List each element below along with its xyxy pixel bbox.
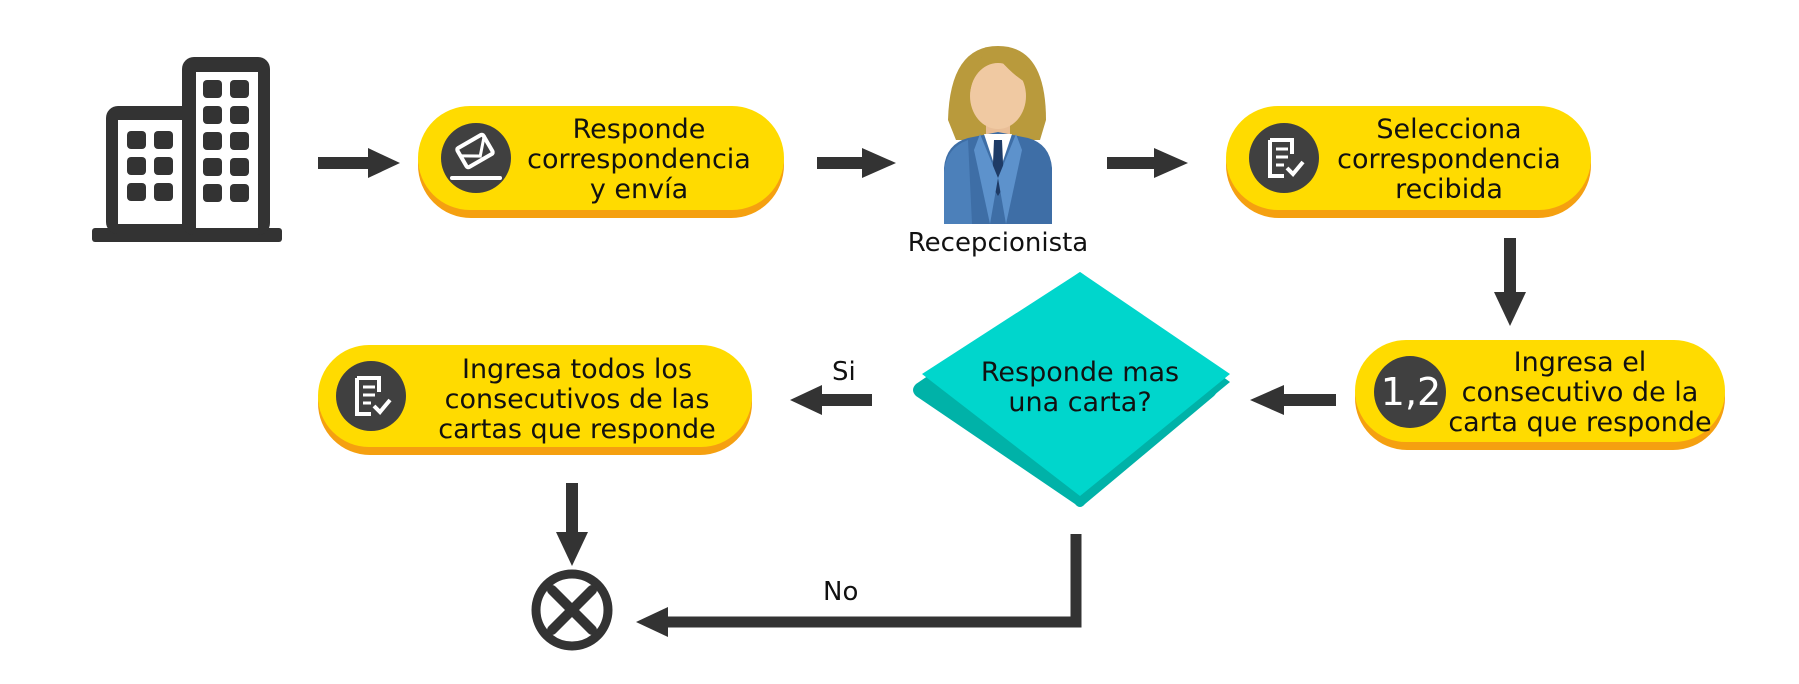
step-responde-line-2: correspondencia xyxy=(508,145,770,175)
arrow-ingresa-todos-to-end xyxy=(556,483,588,566)
decision-text: Responde mas una carta? xyxy=(950,358,1210,418)
step-selecciona-line-2: correspondencia xyxy=(1318,145,1580,175)
arrow-responde-to-recepcionista xyxy=(817,148,896,178)
step-ingresa-consecutivo-line-3: carta que responde xyxy=(1440,408,1720,438)
step-ingresa-todos-line-1: Ingresa todos los xyxy=(412,355,742,385)
receptionist-icon xyxy=(944,46,1052,224)
document-check-icon xyxy=(1249,123,1319,193)
step-ingresa-consecutivo-line-2: consecutivo de la xyxy=(1440,378,1720,408)
actor-label: Recepcionista xyxy=(903,228,1093,258)
branch-yes-label: Si xyxy=(832,357,856,387)
step-responde-text: Responde correspondencia y envía xyxy=(508,115,770,205)
decision-line-2: una carta? xyxy=(950,388,1210,418)
document-check-icon xyxy=(336,361,406,431)
step-selecciona-line-3: recibida xyxy=(1318,175,1580,205)
step-ingresa-todos-text: Ingresa todos los consecutivos de las ca… xyxy=(412,355,742,445)
step-ingresa-todos-line-2: consecutivos de las xyxy=(412,385,742,415)
step-ingresa-consecutivo-text: Ingresa el consecutivo de la carta que r… xyxy=(1440,348,1720,438)
arrow-recepcionista-to-selecciona xyxy=(1107,148,1188,178)
building-icon xyxy=(92,57,282,242)
decision-line-1: Responde mas xyxy=(950,358,1210,388)
step-responde-line-1: Responde xyxy=(508,115,770,145)
step-ingresa-todos-line-3: cartas que responde xyxy=(412,415,742,445)
step-selecciona-text: Selecciona correspondencia recibida xyxy=(1318,115,1580,205)
envelope-icon xyxy=(441,123,511,193)
end-cross-icon xyxy=(536,574,608,646)
step-responde-line-3: y envía xyxy=(508,175,770,205)
arrow-decision-si xyxy=(790,385,872,415)
arrow-start-to-responde xyxy=(318,148,400,178)
arrow-selecciona-to-ingresa xyxy=(1494,238,1526,326)
arrow-ingresa-to-decision xyxy=(1250,385,1336,415)
step-selecciona-line-1: Selecciona xyxy=(1318,115,1580,145)
step-ingresa-consecutivo-line-1: Ingresa el xyxy=(1440,348,1720,378)
number-badge-label: 1,2 xyxy=(1372,370,1450,414)
branch-no-label: No xyxy=(823,577,858,607)
